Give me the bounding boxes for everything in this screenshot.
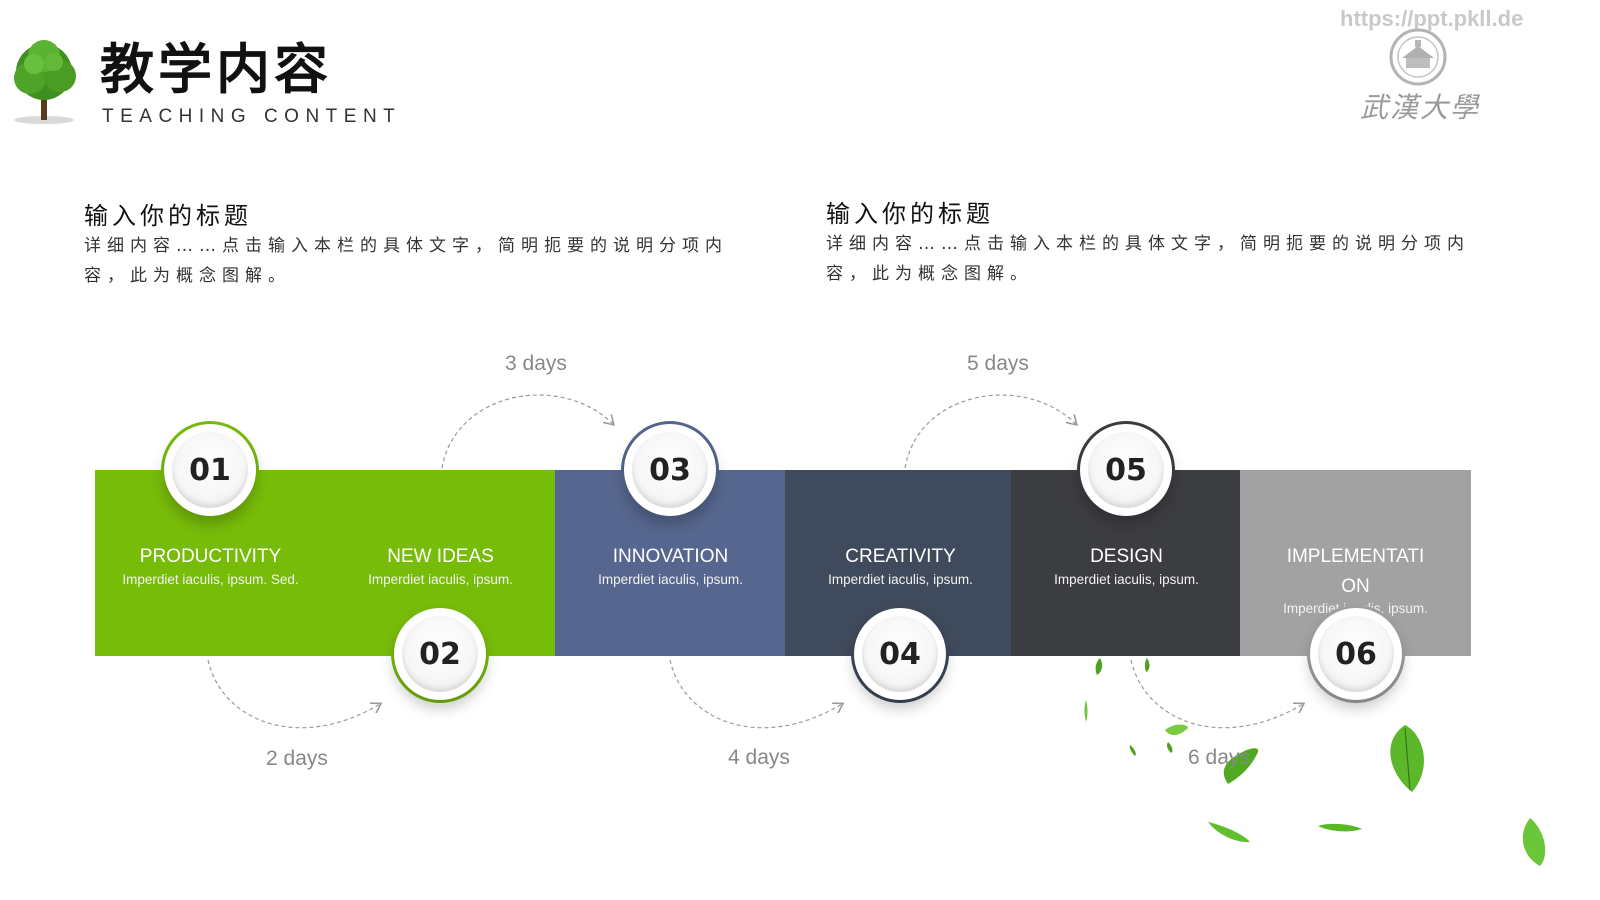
arrow-top-1 [441, 394, 613, 469]
leaf-icon [1084, 658, 1546, 866]
step-description: Imperdiet iaculis, ipsum. [1054, 572, 1199, 587]
arrow-top-2 [904, 394, 1076, 469]
duration-label: 2 days [266, 747, 328, 770]
page-title: 教学内容 [100, 38, 332, 101]
university-logo-text: 武漢大學 [1360, 91, 1481, 124]
step-number-3: 03 [624, 424, 716, 516]
block-body-1: 详细内容……点击输入本栏的具体文字，简明扼要的说明分项内容，此为概念图解。 [84, 236, 728, 286]
duration-label: 3 days [505, 352, 567, 375]
step-title: CREATIVITY [845, 546, 956, 567]
step-number-2: 02 [394, 608, 486, 700]
step-number-5: 05 [1080, 424, 1172, 516]
block-heading-2: 输入你的标题 [826, 200, 994, 228]
tree-icon [14, 40, 76, 124]
step-title: NEW IDEAS [387, 546, 494, 567]
block-heading-1: 输入你的标题 [84, 202, 252, 230]
arrow-bottom-1 [207, 659, 380, 729]
duration-label: 5 days [967, 352, 1029, 375]
step-title: PRODUCTIVITY [139, 546, 282, 567]
block-body-2: 详细内容……点击输入本栏的具体文字，简明扼要的说明分项内容，此为概念图解。 [826, 234, 1470, 284]
arrow-bottom-3 [1130, 659, 1303, 729]
university-seal-icon [1389, 28, 1447, 86]
page-subtitle: TEACHING CONTENT [102, 106, 402, 127]
duration-label: 4 days [728, 746, 790, 769]
step-title: DESIGN [1090, 546, 1163, 567]
step-title: INNOVATION [612, 546, 729, 567]
arrow-bottom-2 [669, 659, 842, 729]
duration-label: 6 days [1188, 746, 1250, 769]
step-number-4: 04 [854, 608, 946, 700]
step-number-6: 06 [1310, 608, 1402, 700]
step-description: Imperdiet iaculis, ipsum. [828, 572, 973, 587]
step-description: Imperdiet iaculis, ipsum. [368, 572, 513, 587]
step-title: IMPLEMENTATION [1286, 546, 1425, 597]
step-description: Imperdiet iaculis, ipsum. [598, 572, 743, 587]
step-number-1: 01 [164, 424, 256, 516]
watermark-url: https://ppt.pkll.de [1340, 6, 1524, 31]
step-description: Imperdiet iaculis, ipsum. Sed. [122, 572, 299, 587]
